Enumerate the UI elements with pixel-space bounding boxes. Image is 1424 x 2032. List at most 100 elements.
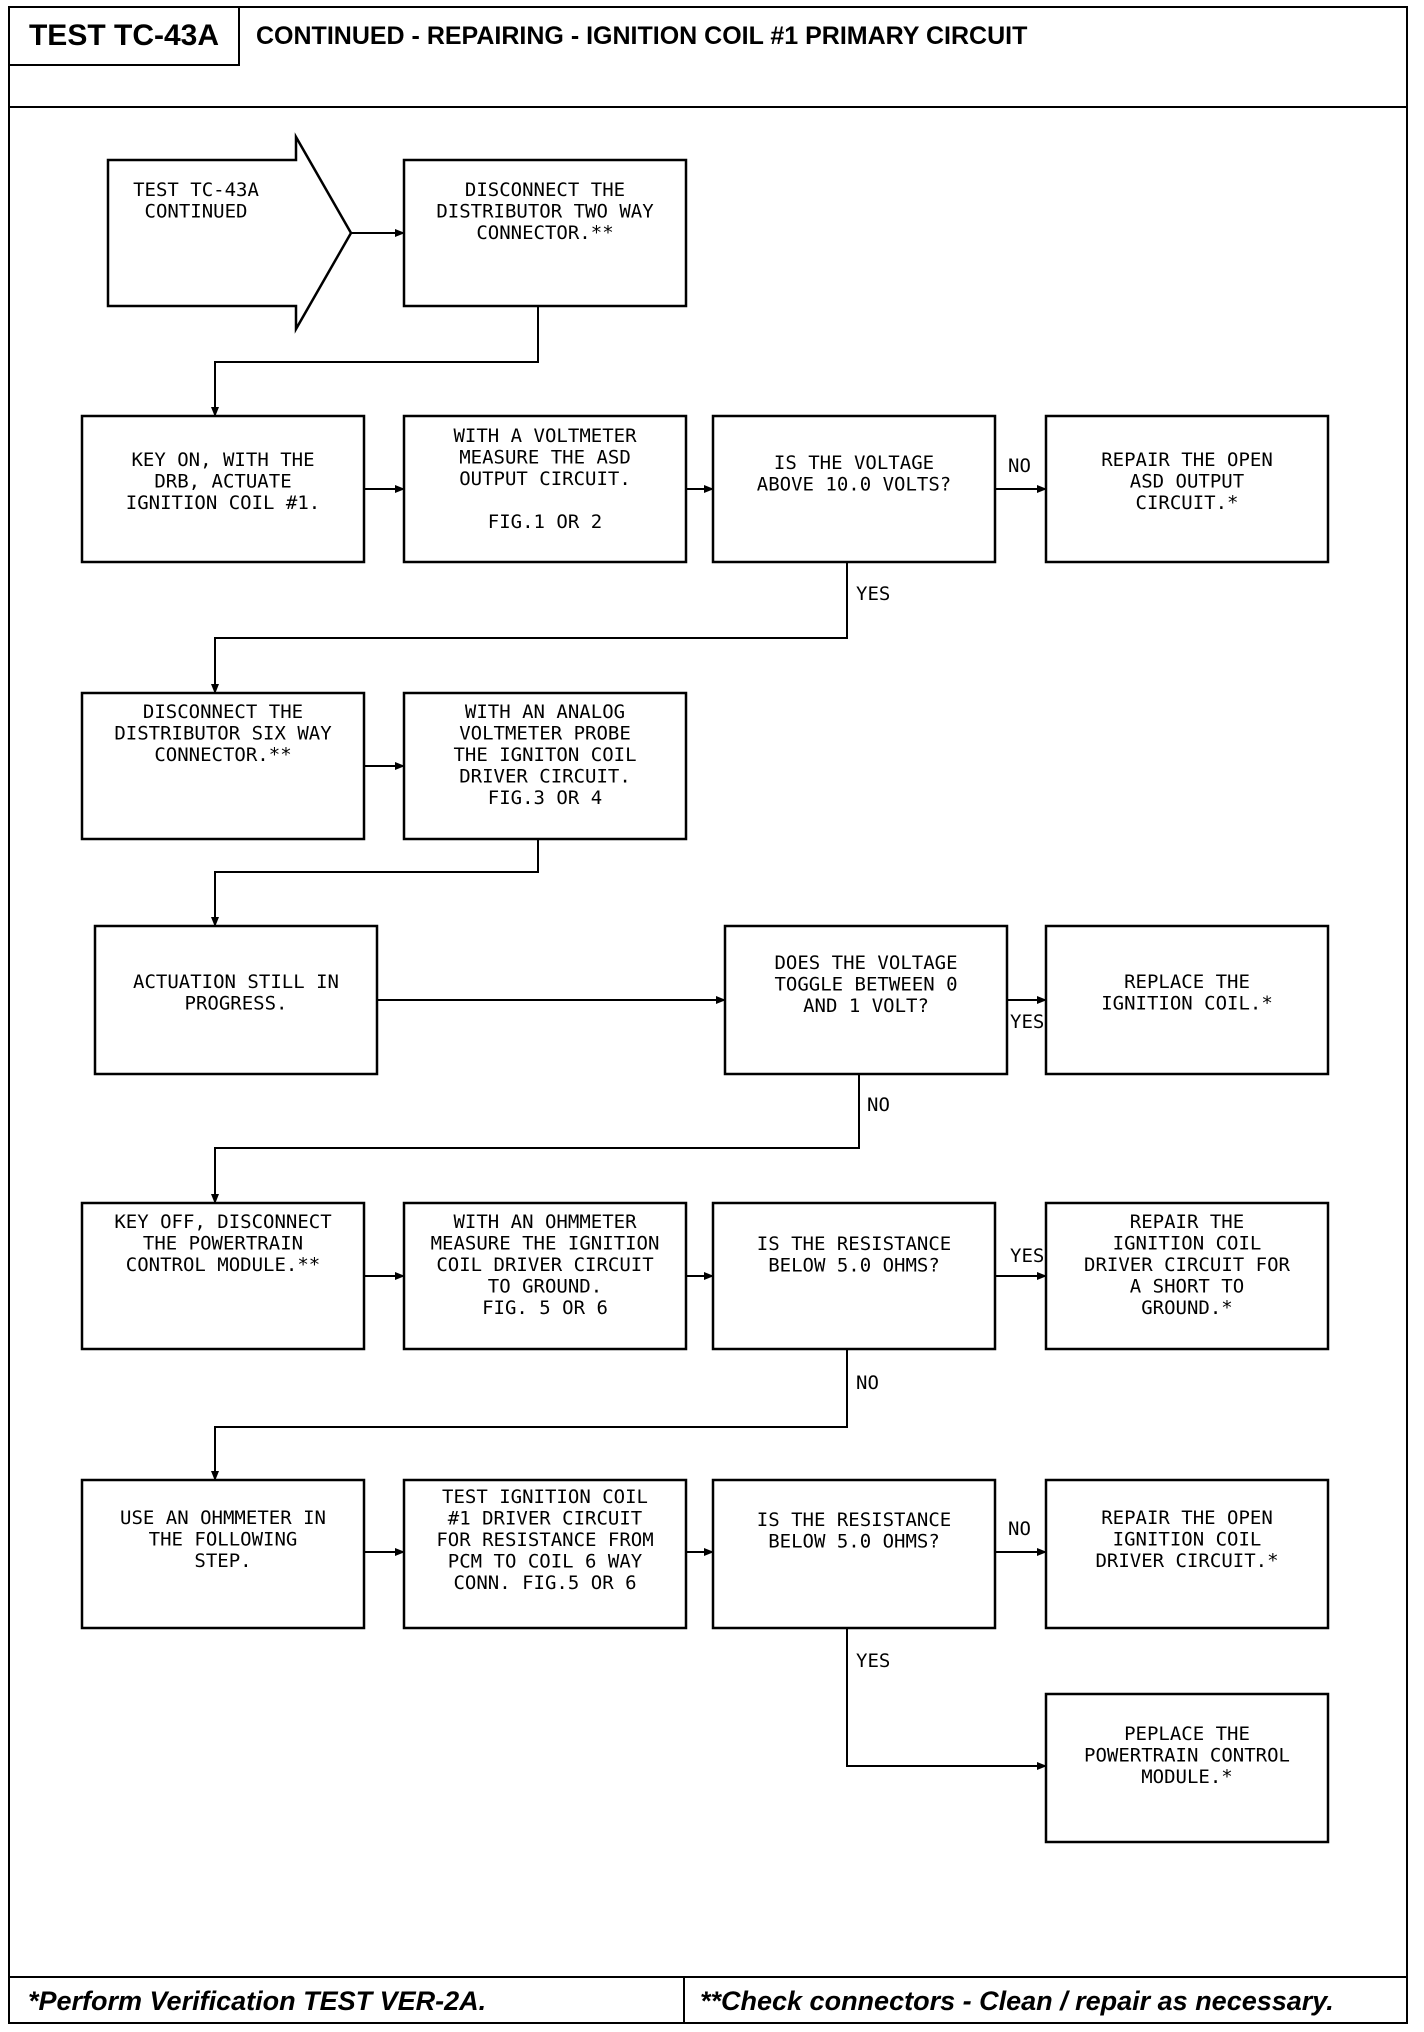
node-line: CONTINUED <box>145 201 248 223</box>
node-line: REPAIR THE OPEN <box>1101 1507 1273 1529</box>
useohm-box <box>80 1478 366 1630</box>
node-line: IGNITION COIL #1. <box>126 492 320 514</box>
node-line: KEY ON, WITH THE <box>131 449 314 471</box>
node-line: CONN. FIG.5 OR 6 <box>453 1572 636 1594</box>
q-toggle-box <box>723 924 1009 1076</box>
node-line: DISTRIBUTOR TWO WAY <box>436 201 654 223</box>
connector-q-voltage-yes <box>211 563 848 694</box>
start-node-arrow <box>106 132 353 334</box>
node-line: VOLTMETER PROBE <box>459 723 631 745</box>
repair-short-box <box>1044 1201 1330 1351</box>
edge-label-no-toggle: NO <box>867 1094 890 1116</box>
node-line: DISCONNECT THE <box>465 179 625 201</box>
node-line: FIG. 5 OR 6 <box>482 1297 608 1319</box>
node-line: REPLACE THE <box>1124 971 1250 993</box>
replace-coil-box <box>1044 924 1330 1076</box>
keyon-box <box>80 414 366 564</box>
disc6way-box <box>80 691 366 841</box>
connector-q-toggle-no <box>211 1074 860 1204</box>
edge-label-yes-res2: YES <box>856 1650 890 1672</box>
node-line: OUTPUT CIRCUIT. <box>459 468 631 490</box>
node-line: IGNITION COIL.* <box>1101 993 1273 1015</box>
q-res1-box <box>711 1201 997 1351</box>
node-line: MODULE.* <box>1141 1766 1233 1788</box>
node-line: KEY OFF, DISCONNECT <box>114 1211 331 1233</box>
node-line: PCM TO COIL 6 WAY <box>448 1551 643 1573</box>
node-line: WITH A VOLTMETER <box>453 425 637 447</box>
edge-label-no-res1: NO <box>856 1372 879 1394</box>
node-line: BELOW 5.0 OHMS? <box>768 1531 940 1553</box>
node-line: ACTUATION STILL IN <box>133 971 339 993</box>
node-line: IS THE RESISTANCE <box>757 1233 951 1255</box>
connector-disc2way-to-keyon <box>211 306 539 417</box>
node-line: IGNITION COIL <box>1113 1233 1262 1255</box>
test-id-box: TEST TC-43A <box>8 6 240 66</box>
testcoil-box <box>402 1478 688 1630</box>
node-line: COIL DRIVER CIRCUIT <box>436 1254 653 1276</box>
ohm1-box <box>402 1201 688 1351</box>
node-line: DRIVER CIRCUIT. <box>459 766 631 788</box>
node-line: STEP. <box>194 1550 251 1572</box>
node-line: GROUND.* <box>1141 1297 1233 1319</box>
node-line: TEST TC-43A <box>133 179 259 201</box>
node-line: TOGGLE BETWEEN 0 <box>774 974 957 996</box>
node-line: THE POWERTRAIN <box>143 1233 303 1255</box>
node-line: WITH AN ANALOG <box>465 701 625 723</box>
footer-column-divider <box>683 1976 685 2024</box>
node-line: FIG.1 OR 2 <box>488 511 602 533</box>
analog-box <box>402 691 688 841</box>
edge-label-yes-voltage: YES <box>856 583 890 605</box>
disc2way-box <box>402 158 688 308</box>
node-line: MEASURE THE ASD <box>459 447 631 469</box>
node-line: CIRCUIT.* <box>1136 492 1239 514</box>
node-line: CONTROL MODULE.** <box>126 1254 320 1276</box>
node-line: FIG.3 OR 4 <box>488 787 602 809</box>
edge-label-no-asd: NO <box>1008 455 1031 477</box>
node-line: DOES THE VOLTAGE <box>774 952 957 974</box>
node-line: POWERTRAIN CONTROL <box>1084 1745 1290 1767</box>
page-title: CONTINUED - REPAIRING - IGNITION COIL #1… <box>256 22 1028 50</box>
node-line: MEASURE THE IGNITION <box>431 1233 660 1255</box>
test-id: TEST TC-43A <box>28 19 220 52</box>
node-line: DISCONNECT THE <box>143 701 303 723</box>
node-line: AND 1 VOLT? <box>803 995 929 1017</box>
node-line: TO GROUND. <box>488 1276 602 1298</box>
node-line: CONNECTOR.** <box>154 744 291 766</box>
node-line: ABOVE 10.0 VOLTS? <box>757 474 951 496</box>
keyoff-box <box>80 1201 366 1351</box>
node-line: THE IGNITON COIL <box>453 744 636 766</box>
connector-analog-to-actuation <box>211 840 539 927</box>
connector-q-res2-yes <box>846 1626 1047 1770</box>
node-line: PROGRESS. <box>185 993 288 1015</box>
node-line: DRB, ACTUATE <box>154 471 291 493</box>
node-line: ASD OUTPUT <box>1130 471 1244 493</box>
footer-verification-note: *Perform Verification TEST VER-2A. <box>28 1986 487 2016</box>
node-line: DRIVER CIRCUIT FOR <box>1084 1254 1290 1276</box>
node-line: WITH AN OHMMETER <box>453 1211 637 1233</box>
node-line: A SHORT TO <box>1130 1276 1244 1298</box>
page-frame <box>8 6 1408 2024</box>
node-line: REPAIR THE <box>1130 1211 1244 1233</box>
node-line: IGNITION COIL <box>1113 1529 1262 1551</box>
node-line: THE FOLLOWING <box>149 1529 298 1551</box>
connector-q-res1-no <box>211 1350 848 1481</box>
actuation-box <box>93 924 379 1076</box>
node-line: REPAIR THE OPEN <box>1101 449 1273 471</box>
